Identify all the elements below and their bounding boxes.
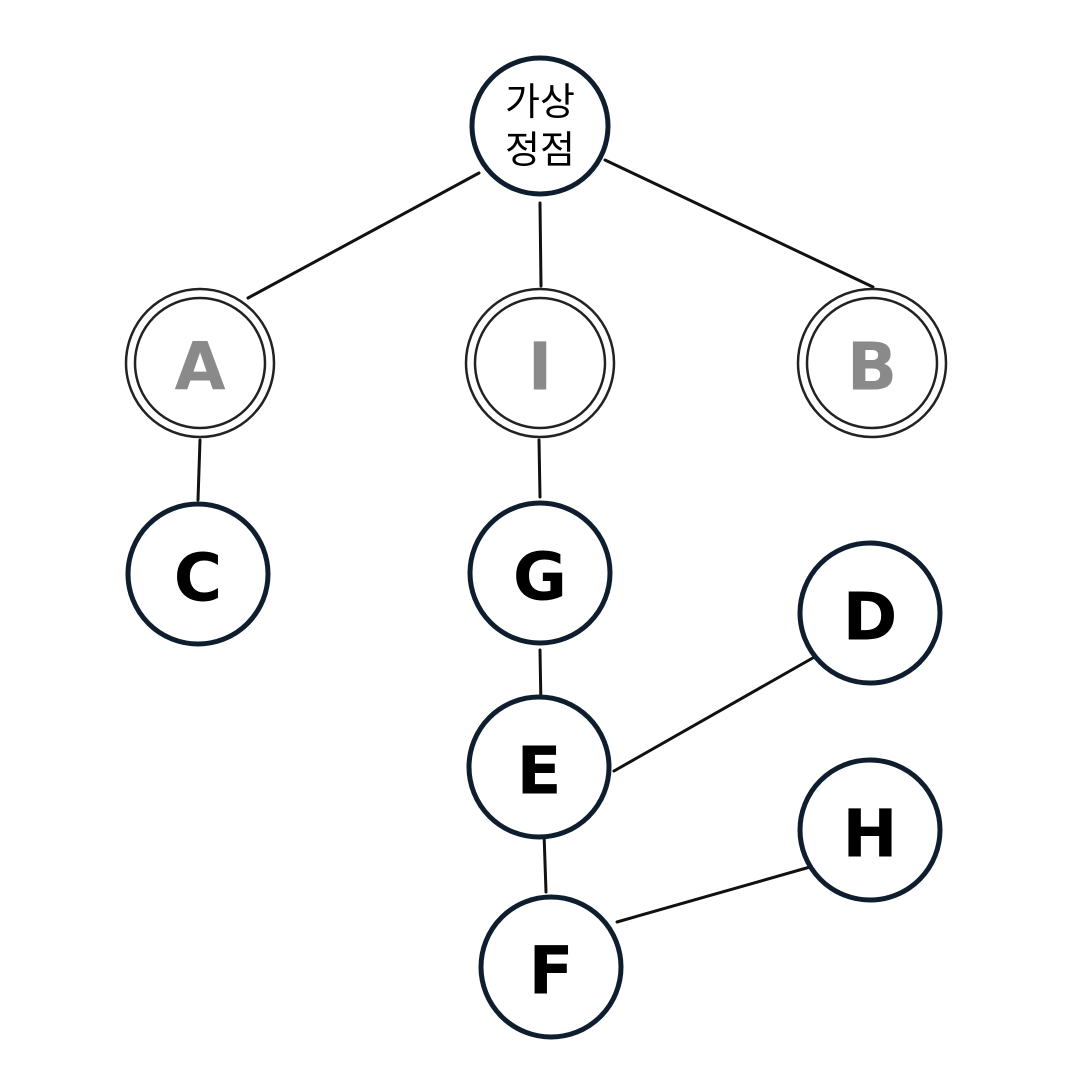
node-b: B: [796, 287, 948, 439]
edge-root-a: [246, 171, 481, 300]
node-i-inner-ring: [473, 296, 607, 430]
node-g-circle: [467, 500, 613, 646]
edge-a-c: [196, 438, 202, 502]
node-e: E: [466, 694, 612, 840]
node-b-inner-ring: [805, 296, 939, 430]
node-f: F: [478, 894, 624, 1040]
node-a-outer-ring: [124, 287, 276, 439]
node-d-label: D: [843, 579, 898, 656]
node-i-background: [466, 289, 614, 437]
edge-f-h: [615, 865, 812, 924]
node-i-outer-ring: [464, 287, 616, 439]
node-f-label: F: [528, 933, 573, 1010]
node-h-label: H: [842, 796, 897, 873]
node-i-label: I: [528, 329, 553, 406]
node-b-outer-ring: [796, 287, 948, 439]
node-a-inner-ring: [133, 296, 267, 430]
edge-e-f: [542, 831, 548, 894]
node-e-circle: [466, 694, 612, 840]
node-c: C: [125, 501, 271, 647]
node-c-circle: [125, 501, 271, 647]
node-c-label: C: [174, 540, 222, 617]
node-b-background: [798, 289, 946, 437]
node-g: G: [467, 500, 613, 646]
edges: [196, 158, 875, 924]
node-b-label: B: [847, 329, 897, 406]
node-d: D: [797, 540, 943, 686]
node-d-circle: [797, 540, 943, 686]
edge-e-d: [612, 649, 827, 773]
node-a-background: [126, 289, 274, 437]
node-root-circle: [469, 55, 611, 197]
node-a-label: A: [174, 329, 225, 406]
node-h-circle: [797, 757, 943, 903]
edge-root-i: [538, 201, 543, 288]
node-h: H: [797, 757, 943, 903]
edge-i-g: [537, 438, 542, 499]
node-root-label-line: 정점: [505, 128, 575, 172]
node-g-label: G: [513, 539, 567, 616]
node-root-label-line: 가상: [505, 80, 575, 124]
node-a: A: [124, 287, 276, 439]
node-e-label: E: [516, 733, 561, 810]
node-f-circle: [478, 894, 624, 1040]
node-i: I: [464, 287, 616, 439]
edge-root-b: [603, 158, 875, 289]
